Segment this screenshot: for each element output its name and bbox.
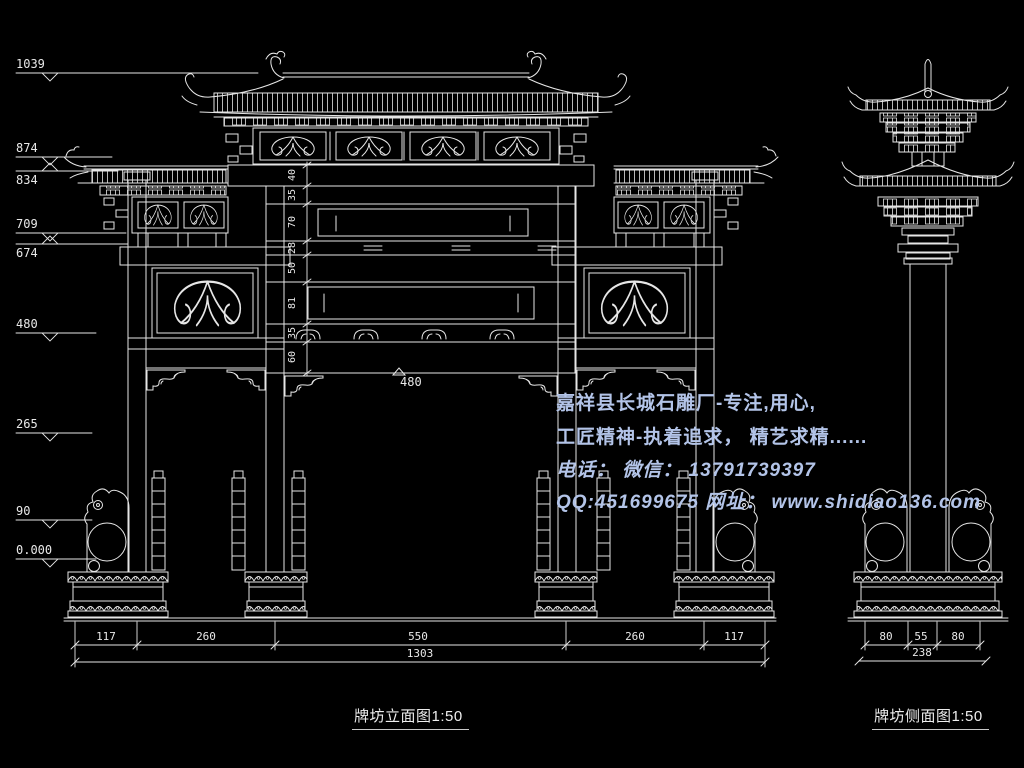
dim-label: 117: [724, 630, 744, 643]
dim-label: 117: [96, 630, 116, 643]
side-dimension-lines: [854, 621, 991, 666]
watermark-line: 电话： 微信： 13791739397: [556, 460, 816, 481]
front-bases: [63, 571, 777, 622]
vertical-dim-label: 35: [287, 188, 298, 202]
opening-width-marker: [391, 367, 407, 376]
elevation-label: 674: [16, 246, 38, 260]
dim-total-label: 238: [912, 646, 932, 659]
central-beams: [227, 164, 595, 397]
vertical-dim-chain: [302, 161, 312, 377]
elevation-label: 709: [16, 217, 38, 231]
elevation-label: 90: [16, 504, 31, 518]
watermark-line: QQ:451699675 网址： www.shidiao136.com: [556, 492, 982, 513]
dim-total-label: 1303: [406, 647, 434, 660]
dim-label: 55: [914, 630, 928, 643]
elevation-label: 1039: [16, 57, 45, 71]
dim-label: 550: [408, 630, 428, 643]
watermark-line: 工匠精神-执着追求， 精艺求精......: [556, 427, 868, 448]
dim-label: 260: [625, 630, 645, 643]
side-view-caption: 牌坊侧面图1:50: [872, 705, 989, 730]
watermark-line: 嘉祥县长城石雕厂-专注,用心,: [556, 393, 816, 414]
dim-label: 80: [879, 630, 893, 643]
side-view-drawing: [841, 59, 1015, 622]
side-section: [63, 146, 306, 573]
dim-label: 80: [951, 630, 965, 643]
vertical-dim-label: 60: [287, 350, 298, 364]
elevation-markers: [15, 72, 259, 568]
front-view-caption: 牌坊立面图1:50: [352, 705, 469, 730]
dim-label: 260: [196, 630, 216, 643]
elevation-label: 265: [16, 417, 38, 431]
vertical-dim-label: 50: [287, 261, 298, 275]
elevation-label: 874: [16, 141, 38, 155]
central-roof: [181, 50, 631, 165]
elevation-label: 480: [16, 317, 38, 331]
elevation-label: 0.000: [16, 543, 53, 557]
elevation-label: 834: [16, 173, 38, 187]
front-dimension-lines: [70, 621, 770, 668]
vertical-dim-label: 81: [287, 296, 298, 310]
opening-width-label: 480: [400, 375, 422, 389]
